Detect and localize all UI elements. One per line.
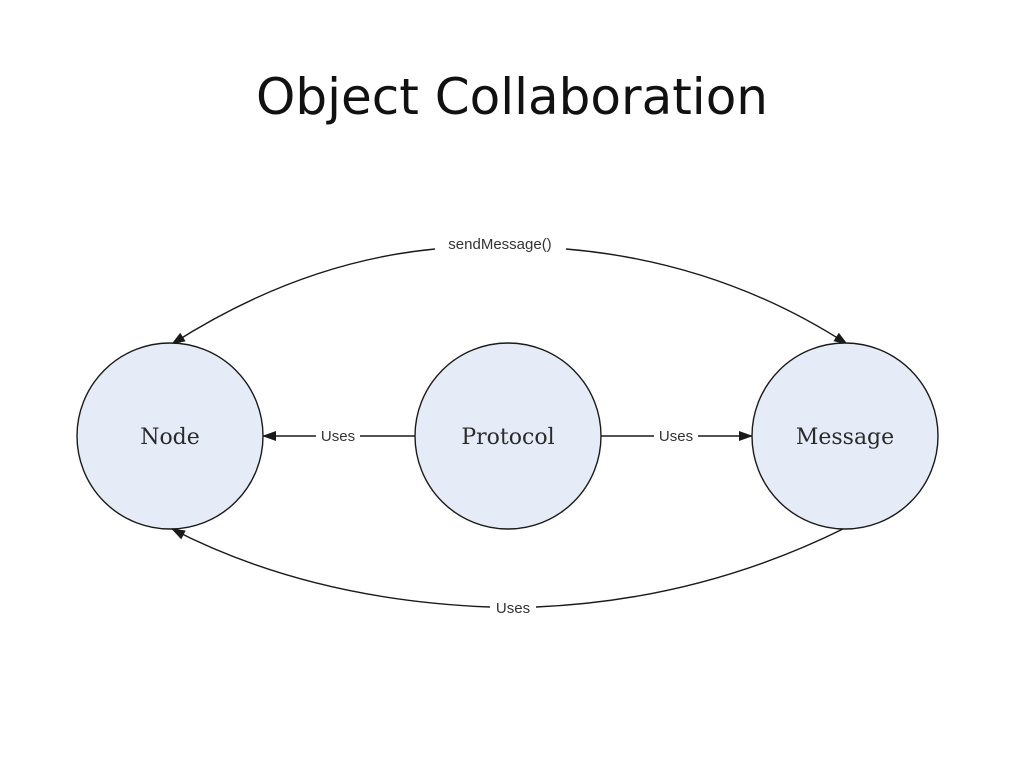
edge-send-message-line	[171, 248, 436, 345]
node-label-protocol: Protocol	[461, 425, 554, 450]
node-label-message: Message	[796, 425, 894, 450]
edge-send-message: sendMessage()	[171, 236, 848, 345]
slide-title: Object Collaboration	[256, 68, 768, 126]
edge-send-message-line-right	[565, 248, 848, 345]
node-circle	[76, 342, 264, 530]
edge-message-node-label: Uses	[496, 600, 530, 617]
edge-protocol-node: Uses	[262, 428, 415, 445]
edge-message-node-line-left	[171, 528, 491, 608]
edge-send-message-label: sendMessage()	[448, 236, 551, 253]
edge-protocol-message: Uses	[601, 428, 753, 445]
edge-message-node: Uses	[171, 527, 846, 617]
edge-protocol-node-label: Uses	[321, 428, 355, 445]
edge-protocol-message-label: Uses	[659, 428, 693, 445]
protocol-circle	[414, 342, 602, 530]
message-circle	[751, 342, 939, 530]
edge-message-node-line-right	[535, 527, 846, 608]
node-circle-message: Message	[751, 342, 939, 530]
node-circle-protocol: Protocol	[414, 342, 602, 530]
node-label-node: Node	[140, 425, 200, 450]
node-circle-node: Node	[76, 342, 264, 530]
